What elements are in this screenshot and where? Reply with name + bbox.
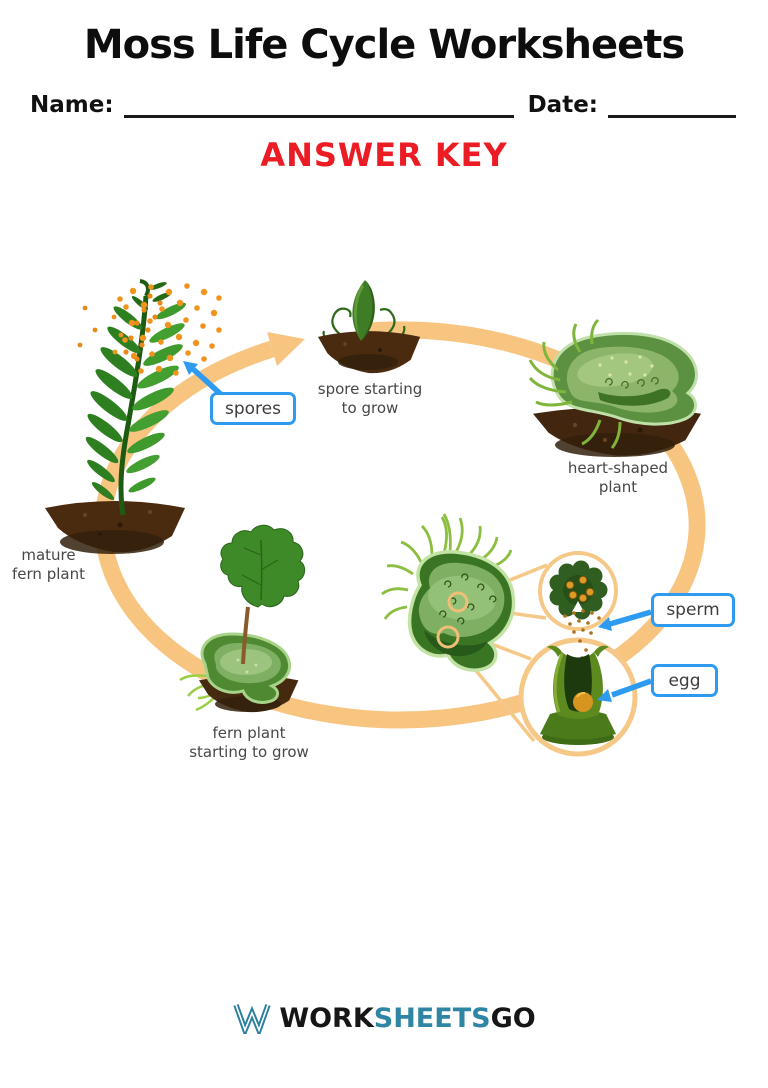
caption-line: spore starting xyxy=(317,380,423,398)
sperm-arrow xyxy=(598,609,652,631)
caption-line: heart-shaped xyxy=(567,459,669,477)
caption-spore-starting-to-grow: spore starting to grow xyxy=(305,380,435,418)
date-blank-line xyxy=(608,93,736,118)
logo-word-work: WORK xyxy=(279,1002,374,1034)
worksheetsgo-w-icon xyxy=(233,1004,271,1034)
egg-cell xyxy=(573,692,593,712)
answer-box-spores: spores xyxy=(210,392,296,425)
logo-word-go: GO xyxy=(490,1002,536,1034)
caption-line: to grow xyxy=(341,399,399,417)
sperm-cloud xyxy=(563,609,601,660)
mature-fern-illustration xyxy=(45,279,188,554)
answer-key-heading: ANSWER KEY xyxy=(260,136,508,174)
gametophyte-illustration xyxy=(381,513,516,672)
caption-line: fern plant xyxy=(212,724,286,742)
answer-box-sperm: sperm xyxy=(651,593,735,627)
caption-line: starting to grow xyxy=(189,743,309,761)
date-label: Date: xyxy=(527,92,598,118)
archegonium-illustration xyxy=(540,645,616,745)
caption-line: fern plant xyxy=(12,565,85,583)
answer-arrows xyxy=(183,361,652,702)
caption-line: plant xyxy=(598,478,638,496)
name-date-row: Name: Date: xyxy=(30,92,736,118)
page-title: Moss Life Cycle Worksheets xyxy=(83,22,685,68)
logo-word-sheets: SHEETS xyxy=(373,1002,491,1034)
heart-shaped-plant-illustration xyxy=(528,318,701,457)
caption-line: mature xyxy=(21,546,76,564)
antheridium-illustration xyxy=(549,560,608,620)
young-fern-illustration xyxy=(179,524,306,713)
caption-mature-fern-plant: mature fern plant xyxy=(0,546,97,584)
spore-seedling-illustration xyxy=(318,280,421,374)
egg-arrow xyxy=(597,678,652,702)
spore-cloud xyxy=(111,283,222,376)
name-label: Name: xyxy=(30,92,114,118)
answer-box-egg: egg xyxy=(651,664,718,697)
name-blank-line xyxy=(123,93,514,118)
archegonium-spot-circle xyxy=(436,625,460,649)
antheridium-spot-circle xyxy=(447,591,469,613)
sori-dots xyxy=(77,293,163,362)
caption-heart-shaped-plant: heart-shaped plant xyxy=(553,459,683,497)
caption-fern-plant-starting-to-grow: fern plant starting to grow xyxy=(169,724,329,762)
